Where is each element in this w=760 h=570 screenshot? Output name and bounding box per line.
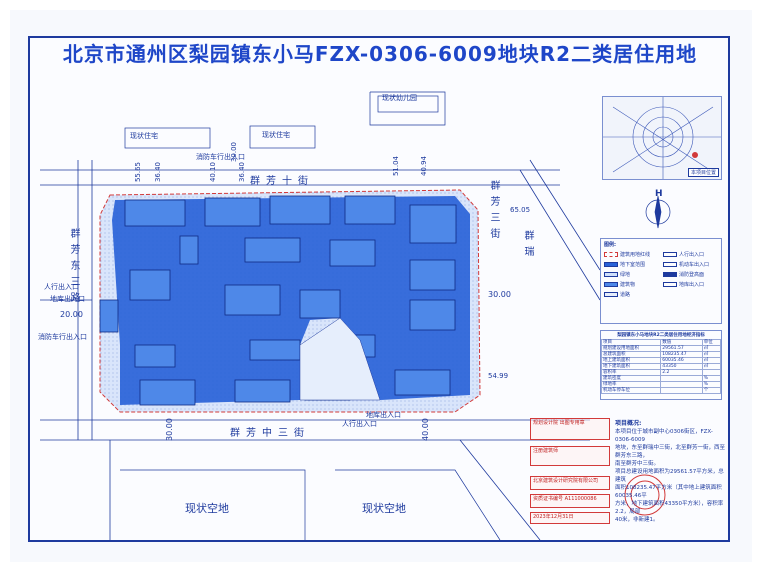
legend-title: 图例: [604, 242, 616, 248]
road-lines [40, 159, 601, 541]
econ-title: 梨园镇东小马地块R2二类居住用地经济指标 [617, 333, 705, 338]
stamp-license: 资质证书编号 A111000086 [530, 494, 610, 508]
legend-item: 道路 [604, 291, 630, 298]
econ-cell: 机动车停车位 [600, 387, 662, 394]
note-heading: 项目概况: [615, 420, 642, 427]
person-entry-west-label: 人行出入口 [44, 283, 79, 291]
garage-entry-south-label: 地库出入口 [366, 411, 401, 419]
note-line: 面积108235.47平方米（其中地上建筑面积60035.46平 [615, 485, 722, 499]
status-land-left: 现状空地 [185, 502, 229, 515]
road-east: 群芳三街 [488, 180, 499, 244]
compass-letter: H [655, 189, 663, 199]
stamp-seals [624, 474, 666, 516]
location-minimap: 本项目位置 [602, 96, 722, 180]
legend-swatch [663, 272, 677, 277]
legend-swatch [663, 282, 677, 287]
dim-north-3: 40.10 [209, 161, 218, 183]
legend-swatch [604, 262, 618, 267]
legend-swatch [604, 252, 618, 257]
legend-label: 人行出入口 [679, 252, 705, 258]
fire-entry-west-label: 消防车行出入口 [38, 333, 87, 341]
dim-north-6: 51.04 [392, 155, 401, 177]
status-land [120, 469, 501, 541]
econ-cell [660, 387, 703, 394]
note-line: 本项目位于城市副中心0306街区，FZX-0306-6009 [615, 429, 713, 443]
drawing-title: 北京市通州区梨园镇东小马FZX-0306-6009地块R2二类居住用地 [62, 42, 698, 66]
legend-label: 地下室范围 [620, 262, 646, 268]
dim-north-5: 30.00 [230, 141, 239, 163]
dim-east-1: 65.05 [510, 206, 531, 214]
basement-area [112, 196, 470, 400]
kindergarten-label: 现状幼儿园 [382, 94, 417, 102]
dim-south-2: 40.00 [420, 418, 430, 441]
dim-mid-1: 30.00 [488, 290, 511, 299]
internal-plaza [299, 317, 381, 401]
status-land-right: 现状空地 [362, 502, 406, 515]
stamp-date: 2023年12月31日 [530, 512, 610, 524]
compass-icon [645, 195, 671, 229]
legend-item: 建筑用地红线 [604, 251, 650, 258]
legend-item: 机动车出入口 [663, 261, 709, 268]
legend-swatch [663, 252, 677, 257]
existing-buildings [124, 91, 446, 149]
road-south: 群芳中三街 [230, 428, 310, 439]
legend-item: 人行出入口 [663, 251, 704, 258]
person-entry-south-label: 人行出入口 [342, 420, 377, 428]
note-line: 地块，东至群瑞中三街，北至群芳一街，西至群芳东三路， [615, 445, 726, 459]
legend-swatch [604, 272, 618, 277]
dim-north-7: 40.94 [420, 155, 429, 177]
minimap-roads [603, 97, 721, 179]
legend-swatch [604, 282, 618, 287]
legend-item: 消防登高面 [663, 271, 704, 278]
legend-swatch [604, 292, 618, 297]
road-west: 群芳东三路 [68, 228, 79, 308]
dim-north-1: 55.65 [134, 161, 143, 183]
road-east-2: 群瑞 [522, 230, 533, 262]
legend-label: 消防登高面 [679, 272, 705, 278]
project-overview-note: 项目概况: 本项目位于城市副中心0306街区，FZX-0306-6009 地块，… [615, 420, 725, 524]
note-line: 方米，地下建筑面积43350平方米），容积率2.2，局部 [615, 501, 724, 515]
buildings [99, 195, 457, 406]
dim-west-1: 20.00 [60, 310, 83, 319]
legend-panel: 图例: 建筑用地红线 地下室范围 绿地 建筑物 道路 人行出入口 机动车出入口 … [600, 238, 722, 324]
econ-cell: 个 [701, 387, 722, 394]
note-line: 项目总建设用地面积为29561.57平方米，总建筑 [615, 469, 724, 483]
legend-label: 建筑物 [620, 282, 636, 288]
existing-building-label-2: 现状住宅 [262, 131, 290, 139]
legend-item: 建筑物 [604, 281, 635, 288]
dim-south-1: 30.00 [164, 418, 174, 441]
note-line: 40米，非新建1。 [615, 517, 659, 523]
location-caption: 本项目位置 [687, 168, 719, 177]
dim-north-4: 36.40 [238, 161, 247, 183]
note-line: 南至群芳中三街。 [615, 461, 660, 467]
dim-north-2: 36.40 [154, 161, 163, 183]
stamp-architect: 注册建筑师 [530, 446, 610, 466]
fire-entry-north-label: 消防车行出入口 [196, 153, 245, 161]
legend-label: 机动车出入口 [679, 262, 710, 268]
stamp-design-institute: 规划设计院 出图专用章 [530, 418, 610, 440]
garage-entry-west-label: 地库出入口 [50, 295, 85, 303]
legend-item: 地下室范围 [604, 261, 645, 268]
legend-swatch [663, 262, 677, 267]
legend-label: 建筑用地红线 [620, 252, 651, 258]
dim-south-3: 54.99 [488, 372, 509, 380]
legend-label: 道路 [620, 292, 631, 298]
existing-building-label-1: 现状住宅 [130, 132, 158, 140]
stamp-company: 北京建筑设计研究院有限公司 [530, 476, 610, 490]
legend-label: 绿地 [620, 272, 631, 278]
legend-item: 地库出入口 [663, 281, 704, 288]
legend-label: 地库出入口 [679, 282, 705, 288]
legend-item: 绿地 [604, 271, 630, 278]
econ-row: 机动车停车位 个 [600, 387, 722, 394]
road-north: 群芳十街 [250, 176, 314, 187]
